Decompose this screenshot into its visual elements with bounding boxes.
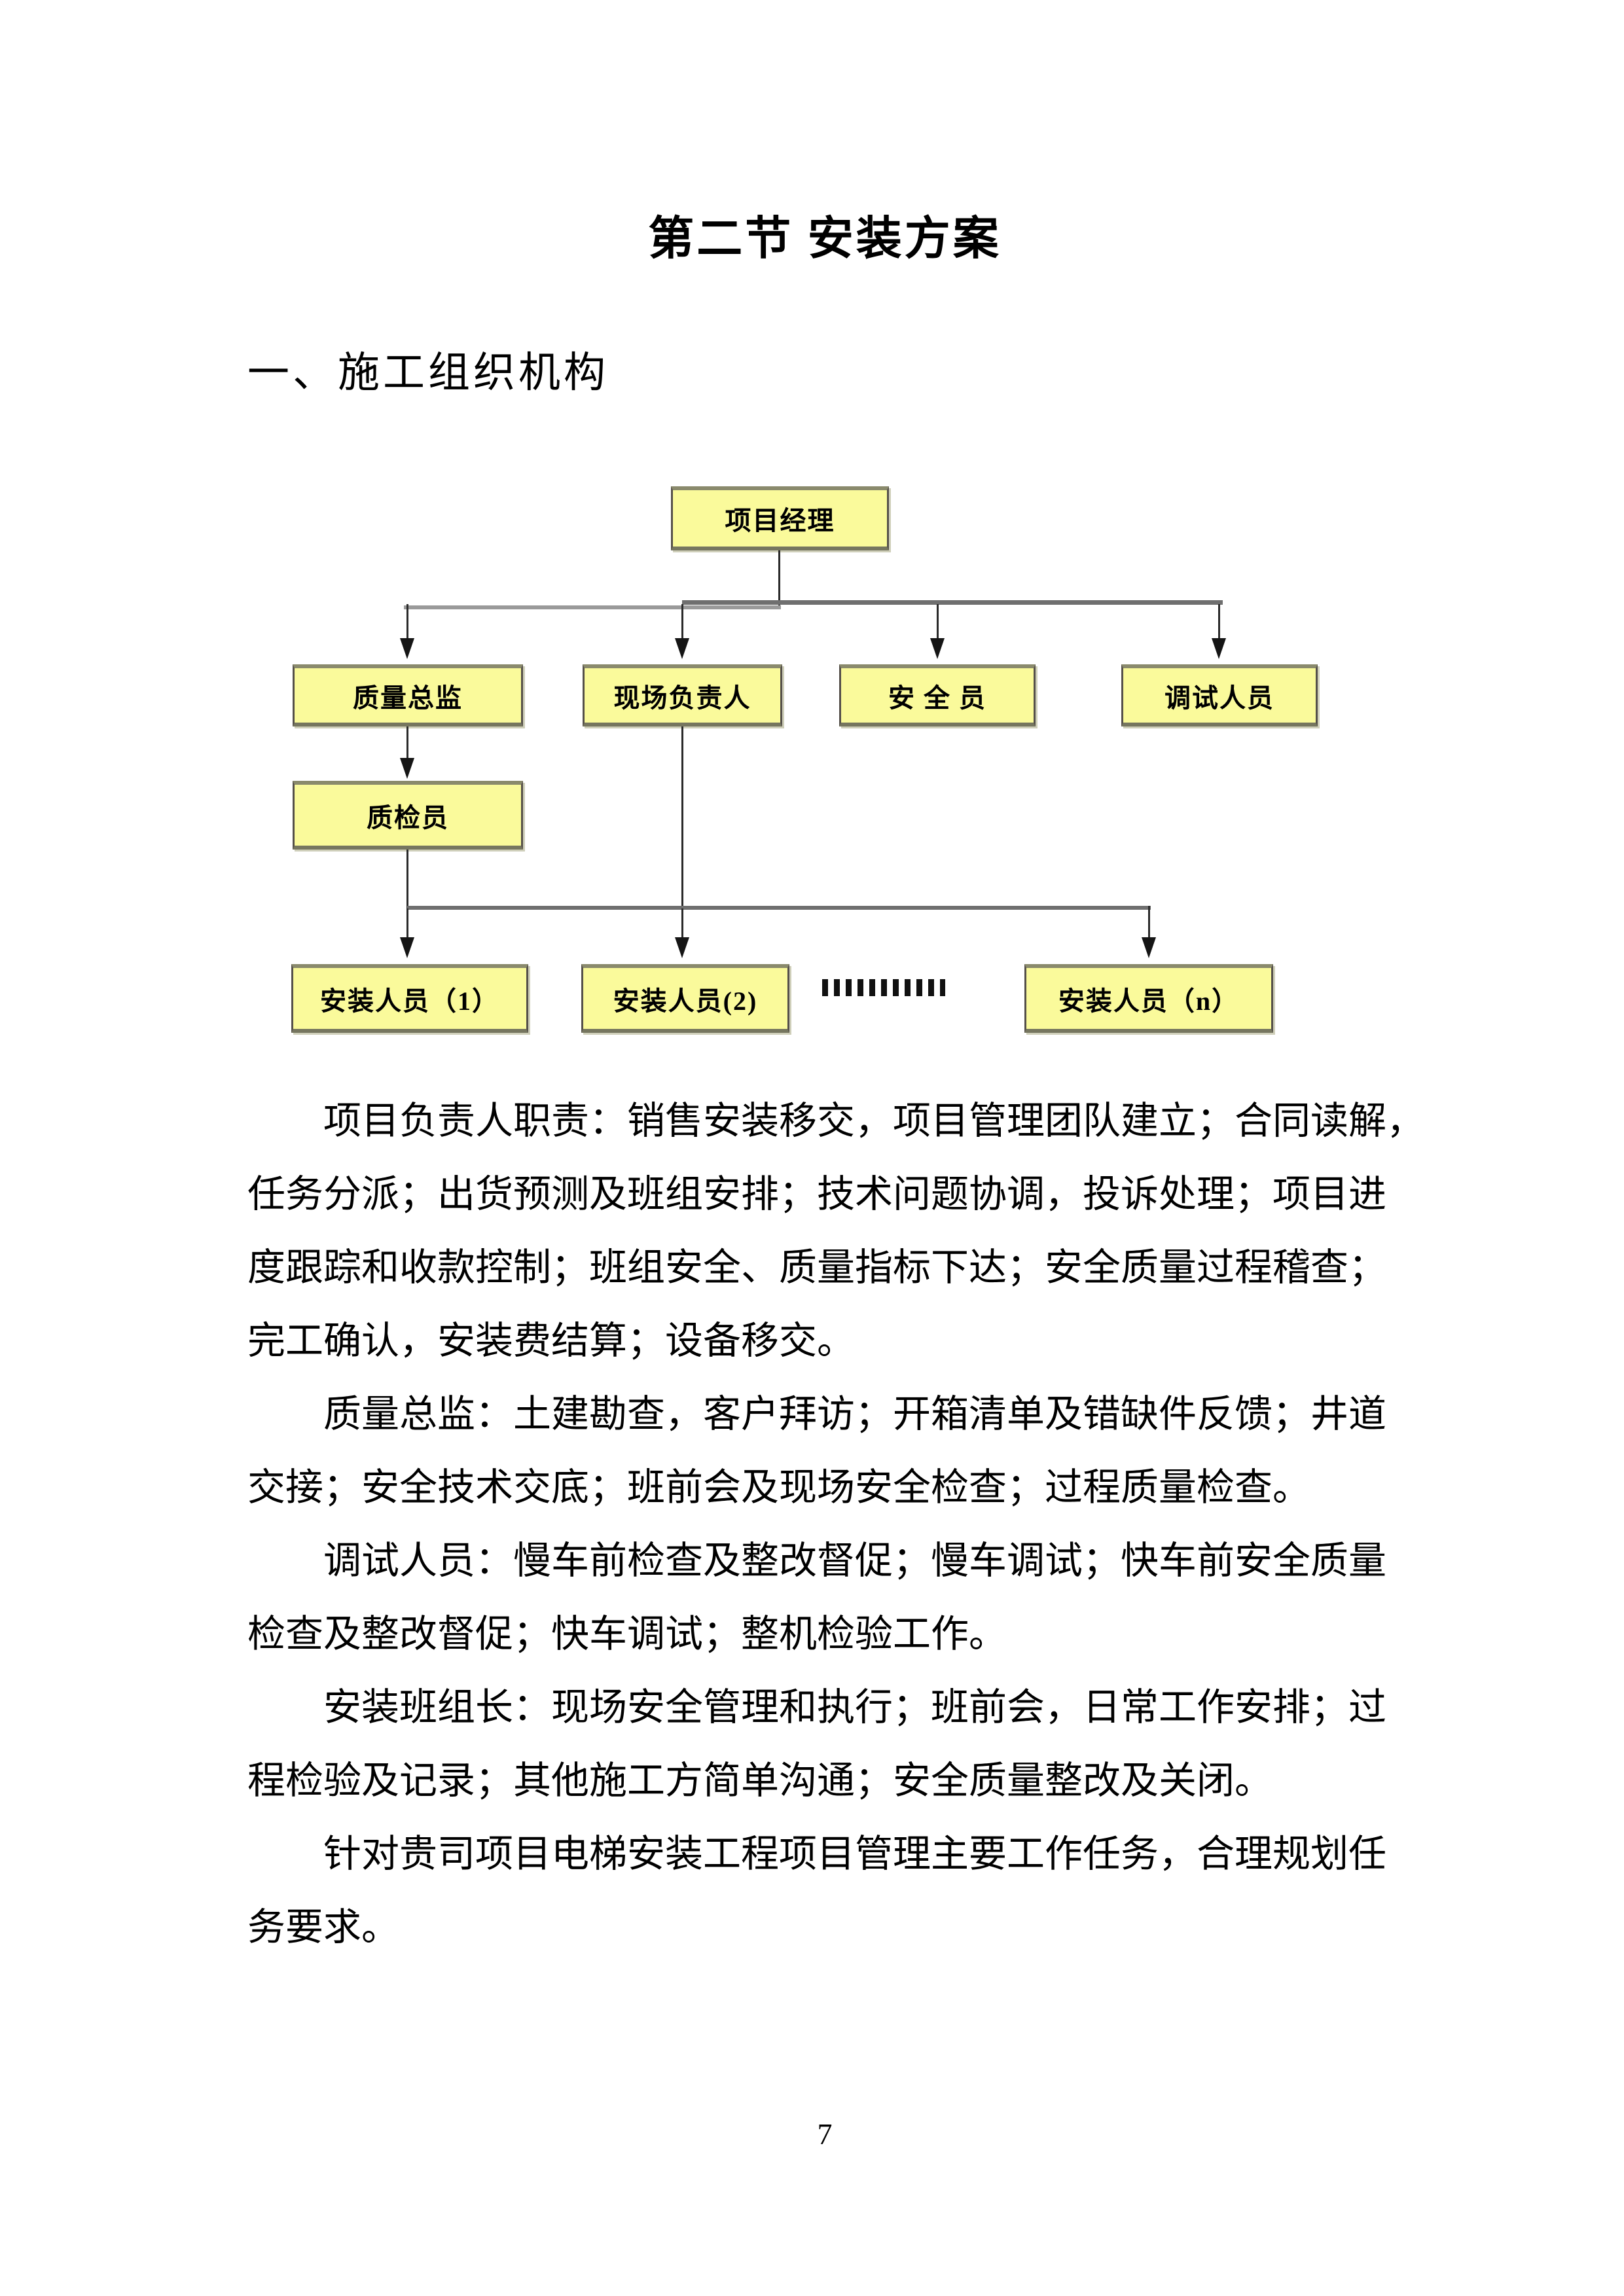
section-title: 第二节 安装方案	[648, 214, 1001, 264]
connector-drop-site-manager	[681, 604, 683, 641]
body-line: 针对贵司项目电梯安装工程项目管理主要工作任务，合理规划任	[323, 1833, 1387, 1875]
org-node-label: 安装人员（1）	[320, 986, 499, 1016]
body-line: 质量总监：土建勘查，客户拜访；开箱清单及错缺件反馈；井道	[323, 1393, 1387, 1435]
org-node-project-manager: 项目经理	[671, 486, 889, 550]
org-node-installer-1: 安装人员（1）	[291, 964, 528, 1033]
ellipsis-dots	[822, 979, 945, 996]
org-node-installer-2: 安装人员(2)	[581, 964, 789, 1033]
body-line: 安装班组长：现场安全管理和执行；班前会，日常工作安排；过	[323, 1686, 1387, 1729]
connector-drop-installer-2	[681, 908, 683, 939]
org-node-label: 安装人员（n）	[1058, 986, 1240, 1016]
org-node-site-manager: 现场负责人	[583, 664, 782, 726]
arrow-down-icon	[400, 758, 414, 779]
body-line: 检查及整改督促；快车调试；整机检验工作。	[247, 1613, 1007, 1655]
connector-qd-qi	[406, 726, 408, 759]
body-line: 项目负责人职责：销售安装移交，项目管理团队建立；合同读解，	[323, 1100, 1425, 1142]
org-node-quality-inspector: 质检员	[293, 781, 523, 850]
org-node-label: 安装人员(2)	[613, 986, 758, 1016]
page-number: 7	[817, 2117, 833, 2151]
body-line: 完工确认，安装费结算；设备移交。	[247, 1319, 856, 1362]
connector-hline2	[407, 906, 1151, 910]
heading-org-structure: 一、施工组织机构	[247, 350, 609, 396]
org-node-label: 现场负责人	[613, 683, 751, 713]
connector-hline1-left	[404, 605, 781, 609]
org-node-safety-officer: 安 全 员	[839, 664, 1036, 726]
body-line: 程检验及记录；其他施工方简单沟通；安全质量整改及关闭。	[247, 1759, 1273, 1802]
arrow-down-icon	[1142, 937, 1156, 958]
connector-qi-rail	[406, 850, 408, 908]
org-node-label: 质量总监	[353, 683, 463, 713]
org-node-label: 安 全 员	[888, 683, 986, 713]
arrow-down-icon	[400, 638, 414, 659]
org-node-label: 质检员	[367, 802, 449, 833]
connector-drop-commissioning	[1218, 604, 1220, 641]
body-line: 度跟踪和收款控制；班组安全、质量指标下达；安全质量过程稽查；	[247, 1246, 1387, 1289]
arrow-down-icon	[675, 638, 689, 659]
connector-drop-safety-officer	[937, 604, 939, 641]
connector-drop-installer-n	[1148, 906, 1150, 939]
org-node-label: 项目经理	[725, 506, 835, 535]
org-node-quality-director: 质量总监	[293, 664, 523, 726]
org-node-commissioning-staff: 调试人员	[1121, 664, 1318, 726]
arrow-down-icon	[675, 937, 689, 958]
org-node-label: 调试人员	[1164, 683, 1274, 713]
connector-hline1-right	[682, 600, 1223, 605]
body-line: 务要求。	[247, 1906, 400, 1948]
connector-sm-rail	[681, 726, 683, 908]
connector-drop-quality-director	[406, 604, 408, 641]
body-line: 任务分派；出货预测及班组安排；技术问题协调，投诉处理；项目进	[247, 1173, 1387, 1215]
arrow-down-icon	[930, 638, 945, 659]
arrow-down-icon	[400, 937, 414, 958]
arrow-down-icon	[1212, 638, 1226, 659]
body-line: 调试人员：慢车前检查及整改督促；慢车调试；快车前安全质量	[323, 1539, 1387, 1582]
body-line: 交接；安全技术交底；班前会及现场安全检查；过程质量检查。	[247, 1466, 1311, 1509]
connector-pm-stub	[778, 550, 780, 608]
connector-drop-installer-1	[406, 908, 408, 939]
org-node-installer-n: 安装人员（n）	[1024, 964, 1273, 1033]
body-text: 项目负责人职责：销售安装移交，项目管理团队建立；合同读解， 任务分派；出货预测及班…	[247, 1085, 1425, 1964]
